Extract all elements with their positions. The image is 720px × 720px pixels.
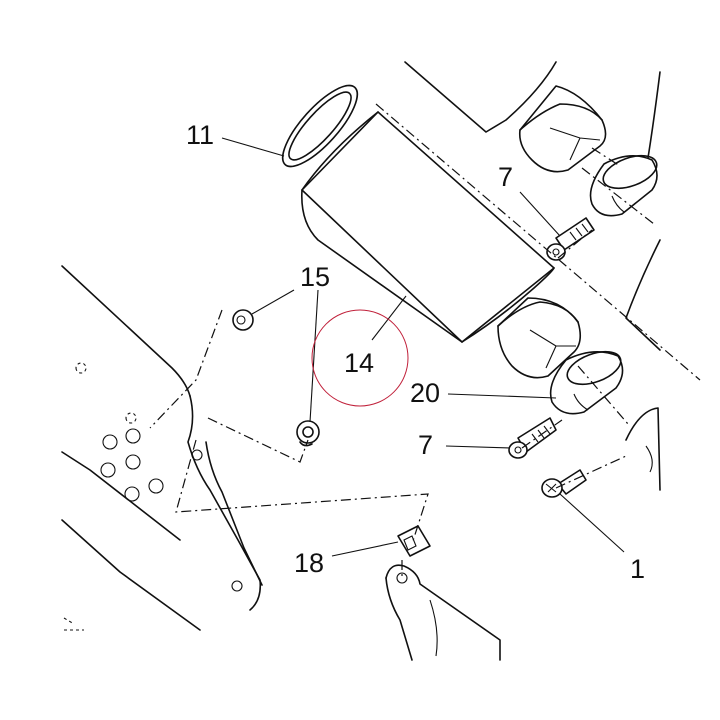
- seal-ring: [281, 84, 359, 168]
- silencer-body: [301, 111, 555, 343]
- callout-20: 20: [410, 378, 440, 408]
- clip-nut: [397, 525, 431, 557]
- bolt-lower: [508, 417, 557, 459]
- lower-collar: [549, 350, 624, 415]
- assembly-centerlines: [149, 103, 701, 580]
- screw: [541, 469, 587, 498]
- callout-1: 1: [630, 554, 645, 584]
- lower-outlet-pipe: [497, 297, 582, 379]
- callout-7-lower: 7: [418, 430, 433, 460]
- bolt-upper: [546, 217, 595, 261]
- highlight-circle: [311, 309, 409, 407]
- callout-18: 18: [294, 548, 324, 578]
- callout-11: 11: [186, 120, 214, 150]
- lower-bracket: [385, 564, 501, 661]
- callout-15: 15: [300, 262, 330, 292]
- grommet-upper: [232, 309, 254, 331]
- end-pipe: [625, 407, 661, 491]
- nut-lower: [296, 420, 320, 447]
- upper-outlet-pipe: [518, 85, 607, 173]
- upper-collar: [589, 154, 658, 217]
- leader-lines: [221, 137, 625, 557]
- frame-plate: [61, 265, 263, 631]
- callout-7-upper: 7: [498, 162, 513, 192]
- callout-14: 14: [344, 348, 374, 378]
